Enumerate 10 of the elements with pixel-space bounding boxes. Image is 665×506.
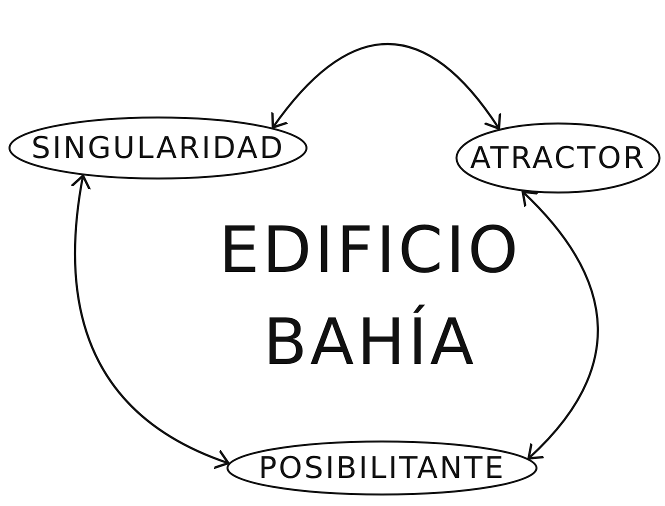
node-label: ATRACTOR — [470, 140, 646, 176]
ellipse-node — [455, 122, 661, 194]
node-label: SINGULARIDAD — [31, 130, 285, 166]
title: EDIFICIO BAHÍA — [218, 213, 522, 382]
curved-double-arrow — [272, 42, 501, 130]
ellipse-node — [226, 440, 538, 496]
node-label: POSIBILITANTE — [258, 450, 506, 486]
curved-double-arrow — [71, 174, 230, 468]
curved-double-arrow — [522, 190, 599, 460]
ellipse-node — [8, 116, 308, 180]
